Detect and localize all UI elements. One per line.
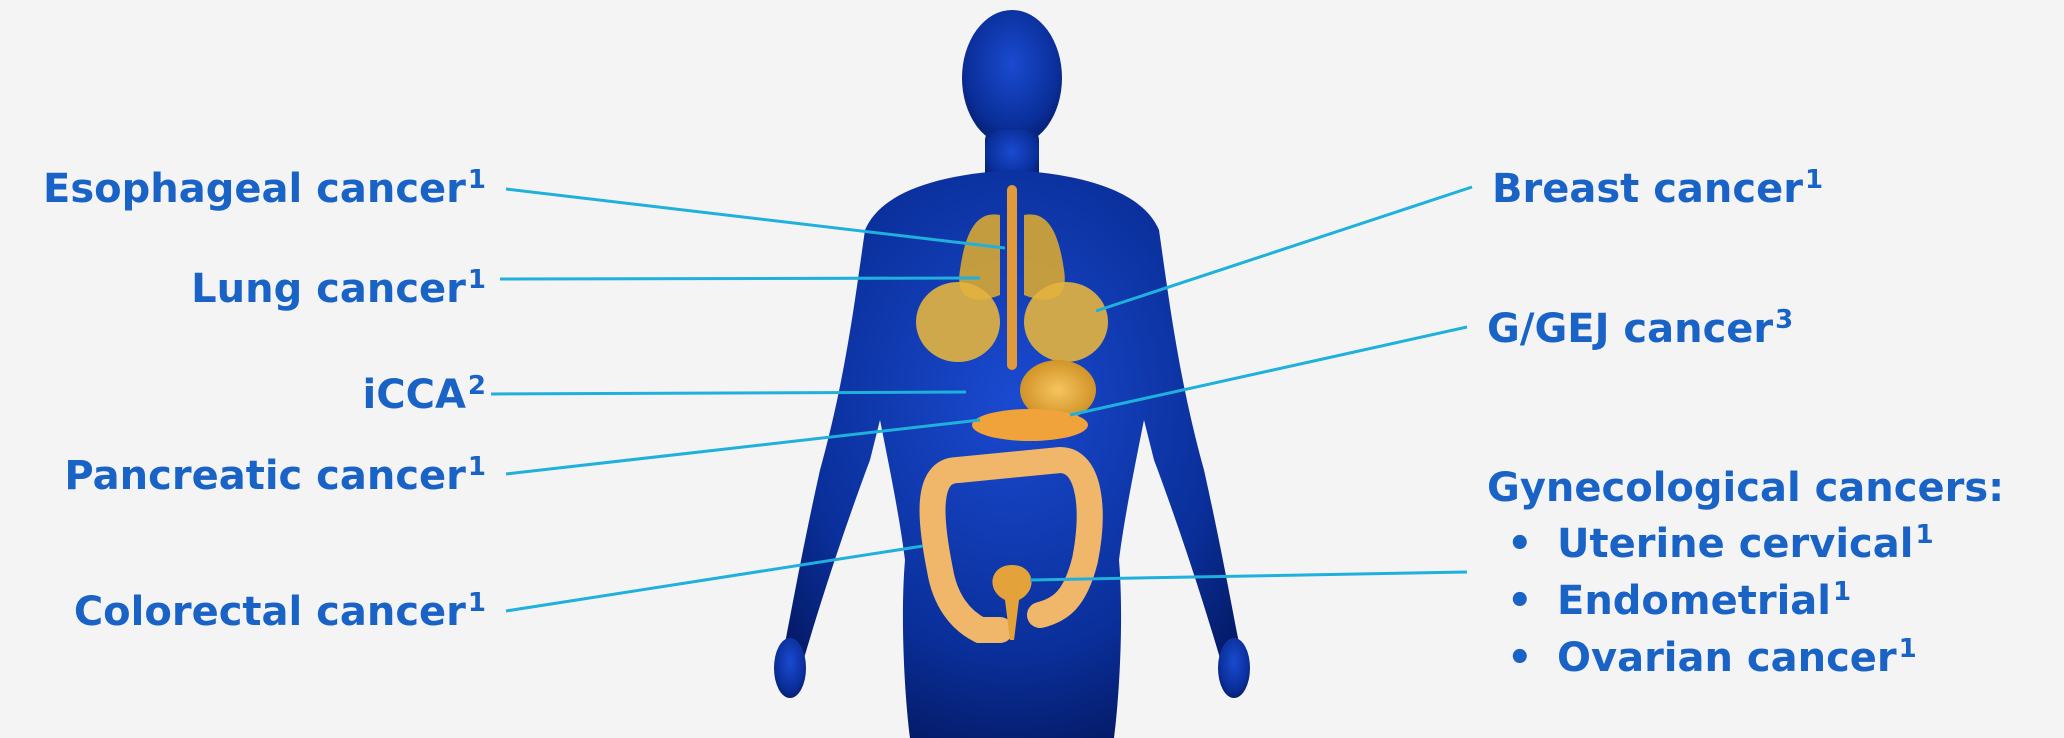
footnote-ref: 1: [468, 452, 486, 482]
footnote-ref: 1: [1899, 634, 1917, 664]
label-breast-cancer: Breast cancer1: [1492, 165, 1823, 213]
label-text: G/GEJ cancer: [1487, 306, 1773, 352]
label-lung-cancer: Lung cancer1: [191, 265, 486, 313]
label-text: Breast cancer: [1492, 166, 1803, 212]
esophagus: [1007, 185, 1017, 370]
label-text: Pancreatic cancer: [64, 453, 465, 499]
footnote-ref: 1: [468, 265, 486, 295]
footnote-ref: 3: [1775, 305, 1793, 335]
footnote-ref: 1: [1833, 577, 1851, 607]
item-text: Ovarian cancer: [1557, 635, 1897, 681]
gynecological-title: Gynecological cancers:: [1487, 464, 2004, 512]
label-text: Colorectal cancer: [74, 589, 466, 635]
leader-line-icca: [491, 392, 966, 394]
list-item-uterine-cervical: Uterine cervical1: [1487, 516, 2004, 573]
left-breast: [916, 282, 1000, 362]
label-text: iCCA: [363, 372, 466, 418]
item-text: Endometrial: [1557, 578, 1831, 624]
label-colorectal-cancer: Colorectal cancer1: [74, 588, 486, 636]
list-item-endometrial: Endometrial1: [1487, 573, 2004, 630]
right-breast: [1024, 282, 1108, 362]
item-text: Uterine cervical: [1557, 521, 1913, 567]
footnote-ref: 2: [468, 371, 486, 401]
label-ggej-cancer: G/GEJ cancer3: [1487, 305, 1793, 353]
footnote-ref: 1: [1805, 165, 1823, 195]
label-pancreatic-cancer: Pancreatic cancer1: [64, 452, 486, 500]
footnote-ref: 1: [468, 588, 486, 618]
footnote-ref: 1: [1915, 520, 1933, 550]
gynecological-cancers-group: Gynecological cancers: Uterine cervical1…: [1487, 464, 2004, 687]
gynecological-list: Uterine cervical1 Endometrial1 Ovarian c…: [1487, 516, 2004, 687]
list-item-ovarian-cancer: Ovarian cancer1: [1487, 630, 2004, 687]
footnote-ref: 1: [468, 165, 486, 195]
label-esophageal-cancer: Esophageal cancer1: [43, 165, 486, 213]
label-icca: iCCA2: [363, 371, 486, 419]
leader-line-colorectal: [506, 546, 923, 611]
leader-line-lung: [500, 278, 980, 279]
label-text: Esophageal cancer: [43, 166, 466, 212]
label-text: Lung cancer: [191, 266, 466, 312]
